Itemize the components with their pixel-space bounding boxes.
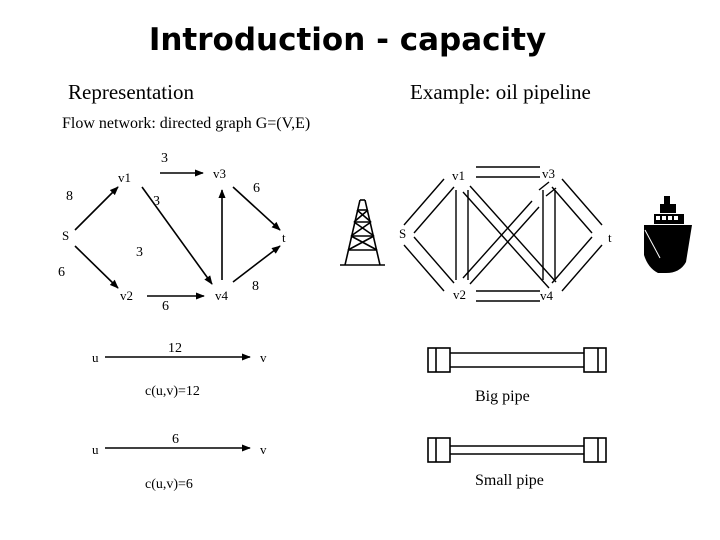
edge-capacity-6: 6 — [172, 432, 179, 447]
example-heading: Example: oil pipeline — [410, 80, 591, 104]
edge-example-small: u v 6 c(u,v)=6 — [92, 432, 267, 492]
edge-v1-v4 — [141, 186, 213, 285]
pipeline-network — [403, 166, 603, 302]
big-pipe-label: Big pipe — [475, 388, 530, 405]
capacity-v4-v3: 3 — [136, 245, 143, 260]
node-v2: v2 — [120, 288, 133, 303]
slide-title: Introduction - capacity — [148, 22, 547, 58]
capacity-s-v1: 8 — [66, 189, 73, 204]
big-pipe-illustration — [427, 347, 607, 373]
example-u-node: u — [92, 350, 99, 365]
example-v-node: v — [260, 350, 267, 365]
small-pipe-label: Small pipe — [475, 472, 544, 489]
edge-s-v2 — [74, 245, 119, 289]
flow-network-graph — [74, 169, 281, 300]
pipeline-node-v4: v4 — [540, 288, 554, 303]
node-v1: v1 — [118, 170, 131, 185]
capacity-v1-v3: 3 — [161, 151, 168, 166]
pipeline-node-v1: v1 — [452, 168, 465, 183]
pipeline-node-t: t — [608, 230, 612, 245]
node-v3: v3 — [213, 166, 226, 181]
example-v-node-small: v — [260, 442, 267, 457]
capacity-v4-t: 8 — [252, 279, 259, 294]
capacity-v1-v4: 3 — [153, 194, 160, 209]
node-t: t — [282, 230, 286, 245]
flow-network-subtitle: Flow network: directed graph G=(V,E) — [62, 115, 311, 132]
edge-capacity-12: 12 — [168, 341, 182, 356]
small-pipe-illustration — [427, 437, 607, 463]
node-s: S — [62, 228, 69, 243]
pipeline-node-s: S — [399, 226, 406, 241]
pipeline-node-v2: v2 — [453, 287, 466, 302]
pipeline-node-v3: v3 — [542, 166, 555, 181]
node-v4: v4 — [215, 288, 229, 303]
example-u-node-small: u — [92, 442, 99, 457]
ship-icon — [644, 196, 692, 273]
capacity-v3-t: 6 — [253, 181, 260, 196]
representation-heading: Representation — [68, 80, 194, 104]
edge-example-big: u v 12 c(u,v)=12 — [92, 341, 267, 399]
edge-v4-t — [232, 245, 281, 283]
capacity-formula-6: c(u,v)=6 — [145, 477, 193, 492]
capacity-s-v2: 6 — [58, 265, 65, 280]
oil-derrick-icon — [340, 199, 385, 266]
edge-s-v1 — [74, 186, 119, 231]
capacity-v2-v4: 6 — [162, 299, 169, 314]
edge-v3-t — [232, 186, 281, 231]
capacity-formula-12: c(u,v)=12 — [145, 384, 200, 399]
